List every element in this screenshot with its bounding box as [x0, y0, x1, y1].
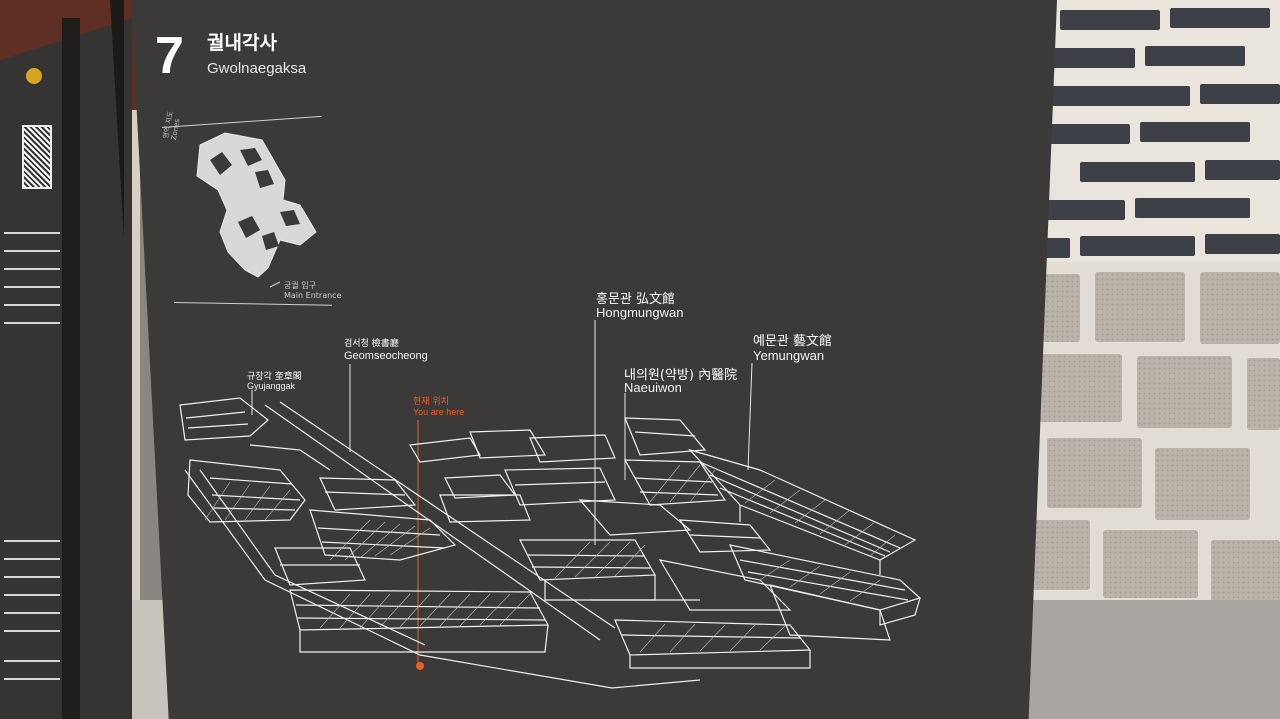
label-gyujanggak-en: Gyujanggak [247, 381, 296, 391]
roof-hatching [204, 464, 896, 653]
side-text-line [4, 304, 60, 306]
label-hongmungwan-en: Hongmungwan [596, 305, 684, 320]
you-are-here-dot [416, 662, 424, 670]
label-you-are-here-en: You are here [413, 407, 465, 417]
entrance-label-ko: 궁궐 입구 [284, 281, 316, 290]
panel-marker-dot [26, 68, 42, 84]
side-text-line [4, 576, 60, 578]
label-geomseocheong-en: Geomseocheong [344, 350, 428, 362]
section-title-english: Gwolnaegaksa [207, 60, 307, 77]
label-hongmungwan-ko: 홍문관 弘文館 [596, 292, 676, 307]
label-naeuiwon-ko: 내의원(약방) 內醫院 [624, 368, 738, 383]
side-text-line [4, 630, 60, 632]
zone-minimap [196, 132, 317, 288]
label-geomseocheong-ko: 검서청 檢書廳 [344, 339, 399, 349]
side-text-line [4, 286, 60, 288]
side-text-line [4, 322, 60, 324]
side-text-line [4, 540, 60, 542]
entrance-label-en: Main Entrance [284, 291, 342, 300]
side-text-line [4, 250, 60, 252]
label-gyujanggak-ko: 규장각 奎章閣 [247, 372, 302, 382]
side-text-line [4, 558, 60, 560]
label-yemungwan-ko: 예문관 藝文館 [753, 334, 833, 349]
side-text-line [4, 660, 60, 662]
side-text-line [4, 594, 60, 596]
side-text-line [4, 268, 60, 270]
side-text-line [4, 232, 60, 234]
label-naeuiwon-en: Naeuiwon [624, 380, 682, 395]
qr-code-icon [22, 125, 52, 189]
side-text-line [4, 612, 60, 614]
leader-lines [251, 320, 753, 545]
side-panel-edge [62, 18, 80, 719]
section-number: 7 [155, 27, 184, 85]
section-title-korean: 궐내각사 [207, 32, 277, 54]
label-yemungwan-en: Yemungwan [753, 348, 825, 363]
label-you-are-here-ko: 현재 위치 [413, 397, 449, 407]
palace-complex-drawing [179, 397, 922, 689]
side-text-line [4, 678, 60, 680]
